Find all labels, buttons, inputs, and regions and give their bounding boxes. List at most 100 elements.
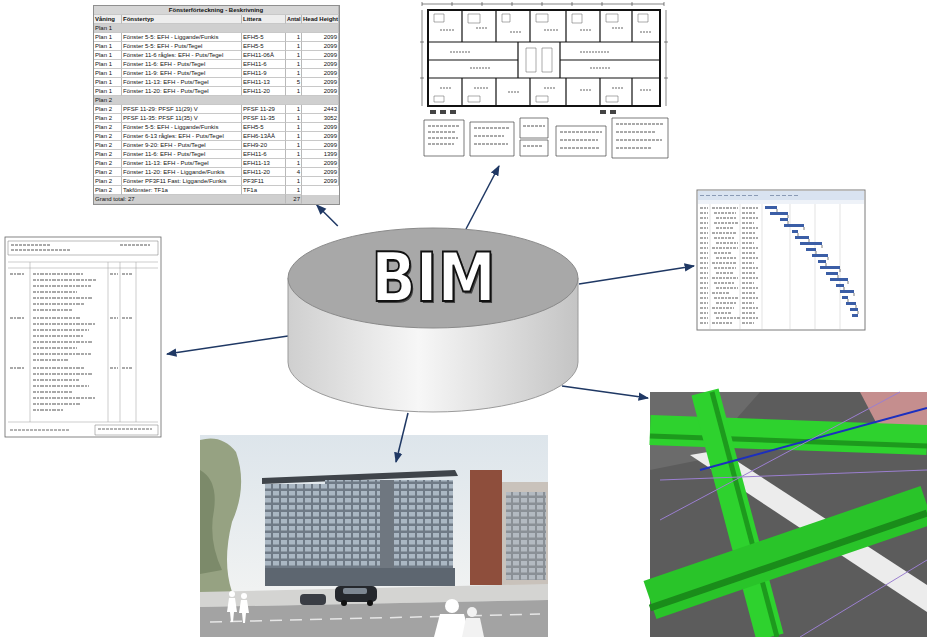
document-page-part bbox=[5, 237, 161, 437]
table-cell: EFH5-5 bbox=[242, 123, 286, 132]
table-cell: 2099 bbox=[302, 60, 339, 69]
table-cell: Fönster 11-20: EFH - Puts/Tegel bbox=[122, 87, 242, 96]
gantt-chart-part bbox=[777, 209, 858, 314]
table-cell: 2099 bbox=[302, 141, 339, 150]
table-cell: EFH11-20 bbox=[242, 168, 286, 177]
table-cell: PFSF 11-29: PFSF 11(29) V bbox=[122, 105, 242, 114]
gantt-chart-part bbox=[700, 195, 800, 196]
arrow-part bbox=[466, 166, 499, 229]
table-cell: Plan 2 bbox=[94, 150, 122, 159]
table-cell: Fönster 11-13: EFH - Puts/Tegel bbox=[122, 78, 242, 87]
table-cell: 2099 bbox=[302, 78, 339, 87]
building-render-part bbox=[210, 614, 540, 622]
schedule-table: Fönsterförteckning - BeskrivningVåningFö… bbox=[93, 5, 340, 205]
table-cell: Fönster 11-13: EFH - Puts/Tegel bbox=[122, 159, 242, 168]
table-cell: Fönster PF3F11 Fast: Liggande/Funkis bbox=[122, 177, 242, 186]
table-row bbox=[94, 24, 339, 33]
table-cell: 2099 bbox=[302, 42, 339, 51]
table-cell: Plan 1 bbox=[94, 51, 122, 60]
pipe-model-part bbox=[650, 436, 927, 446]
building-render-part bbox=[343, 588, 367, 594]
table-cell: 1 bbox=[286, 114, 302, 123]
floor-plan-part bbox=[422, 2, 664, 6]
table-cell: Fönster 5-5: EFH - Liggande/Funkis bbox=[122, 123, 242, 132]
table-cell: EFH11-20 bbox=[242, 87, 286, 96]
building-render-part bbox=[470, 470, 502, 585]
table-cell: 1 bbox=[286, 42, 302, 51]
arrow-part bbox=[396, 413, 408, 462]
table-cell: 5 bbox=[286, 78, 302, 87]
table-cell: 1 bbox=[286, 132, 302, 141]
connector-arrow bbox=[317, 205, 338, 226]
gantt-chart-part bbox=[765, 206, 858, 317]
document-page-part bbox=[95, 425, 158, 435]
building-render-part bbox=[300, 594, 326, 605]
floor-plan bbox=[418, 0, 672, 163]
table-cell: Fönstertyp bbox=[122, 15, 242, 24]
table-cell: Fönster 11-6: EFH - Puts/Tegel bbox=[122, 60, 242, 69]
building-render-part bbox=[227, 598, 237, 622]
table-cell: Littera bbox=[242, 15, 286, 24]
pipe-model-part bbox=[705, 392, 770, 637]
table-cell: 1 bbox=[286, 150, 302, 159]
table-cell: PFSF 11-35 bbox=[242, 114, 286, 123]
building-render-part bbox=[467, 607, 477, 617]
table-cell: EFH6-13ÅÅ bbox=[242, 132, 286, 141]
table-cell: Plan 1 bbox=[94, 24, 339, 33]
table-cell: Takfönster: TF1a bbox=[122, 186, 242, 195]
table-cell: Grand total: 27 bbox=[94, 195, 286, 204]
table-cell: Våning bbox=[94, 15, 122, 24]
gantt-chart-part bbox=[697, 190, 865, 330]
table-cell: 1 bbox=[286, 33, 302, 42]
document-page-part bbox=[10, 274, 132, 410]
table-cell: EFH5-5 bbox=[242, 42, 286, 51]
building-render-part bbox=[265, 568, 455, 586]
cylinder-top bbox=[288, 228, 578, 328]
table-cell: EFH5-5 bbox=[242, 33, 286, 42]
table-cell: PF3F11 bbox=[242, 177, 286, 186]
table-cell: Fönster 11-20: EFH - Liggande/Funkis bbox=[122, 168, 242, 177]
database-cylinder: BIM bbox=[286, 226, 580, 416]
building-render-part bbox=[239, 600, 249, 623]
table-cell: Plan 1 bbox=[94, 60, 122, 69]
table-cell: 1 bbox=[286, 69, 302, 78]
table-cell: 1 bbox=[286, 123, 302, 132]
table-cell: Plan 2 bbox=[94, 168, 122, 177]
building-render-part bbox=[241, 593, 247, 599]
table-cell: 2099 bbox=[302, 51, 339, 60]
table-cell: 1 bbox=[286, 51, 302, 60]
gantt-chart-part bbox=[700, 208, 758, 323]
table-cell: EFH11-6 bbox=[242, 150, 286, 159]
table-cell: Plan 1 bbox=[94, 78, 122, 87]
floor-plan-part bbox=[424, 118, 668, 158]
table-cell: Fönster 11-9: EFH - Puts/Tegel bbox=[122, 69, 242, 78]
floor-plan-part bbox=[440, 28, 652, 92]
table-cell: Plan 2 bbox=[94, 105, 122, 114]
label-holder: BIM bbox=[286, 228, 580, 328]
table-cell: Fönster 6-13 rågles: EFH - Puts/Tegel bbox=[122, 132, 242, 141]
table-cell: Antal bbox=[286, 15, 302, 24]
floor-plan-part bbox=[420, 10, 668, 106]
building-render-part bbox=[200, 439, 241, 599]
table-cell: Plan 2 bbox=[94, 114, 122, 123]
table-cell: Plan 2 bbox=[94, 132, 122, 141]
table-cell: 1 bbox=[286, 60, 302, 69]
table-cell: EFH11-13 bbox=[242, 78, 286, 87]
floor-plan-part bbox=[434, 14, 648, 102]
table-cell: EFH9-20 bbox=[242, 141, 286, 150]
table-cell: 2099 bbox=[302, 33, 339, 42]
table-cell: EFH11-9 bbox=[242, 69, 286, 78]
table-cell: EFH11-6 bbox=[242, 60, 286, 69]
pipe-model-part bbox=[650, 513, 927, 608]
table-cell: 1 bbox=[286, 87, 302, 96]
building-render bbox=[200, 435, 548, 637]
document-page-part bbox=[8, 262, 158, 422]
table-cell: Fönster 11-6: EFH - Puts/Tegel bbox=[122, 150, 242, 159]
pipe-model-part bbox=[660, 392, 927, 637]
table-cell: Fönsterförteckning - Beskrivning bbox=[94, 6, 339, 15]
table-cell: Plan 2 bbox=[94, 159, 122, 168]
table-cell: 2099 bbox=[302, 69, 339, 78]
floor-plan-part bbox=[430, 110, 616, 114]
table-cell: 2099 bbox=[302, 177, 339, 186]
